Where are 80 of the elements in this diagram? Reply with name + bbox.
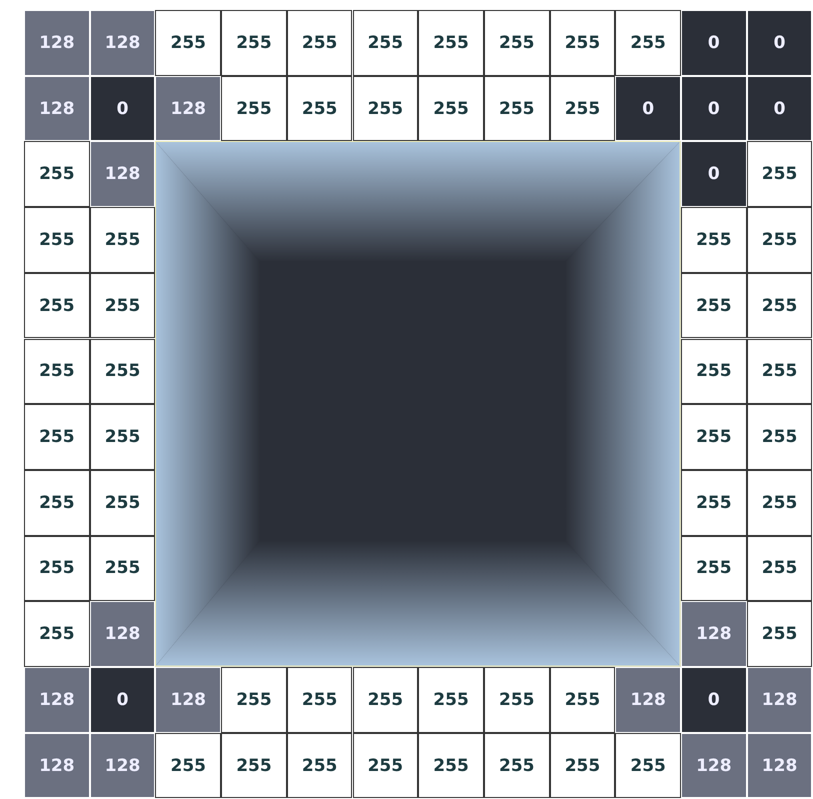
pixel-value-cell: 255 bbox=[550, 10, 616, 76]
pixel-value-cell: 255 bbox=[681, 207, 747, 273]
pixel-value-cell: 255 bbox=[681, 404, 747, 470]
pixel-value-cell: 128 bbox=[90, 10, 156, 76]
pixel-value-cell: 255 bbox=[221, 732, 287, 798]
pixel-value-cell: 128 bbox=[746, 667, 812, 733]
pixel-value-cell: 255 bbox=[681, 272, 747, 338]
pixel-value-cell: 128 bbox=[90, 732, 156, 798]
pixel-value-cell: 255 bbox=[352, 732, 418, 798]
pixel-value-cell: 255 bbox=[746, 601, 812, 667]
pixel-value-cell: 255 bbox=[746, 272, 812, 338]
pixel-value-cell: 255 bbox=[24, 470, 90, 536]
pixel-value-cell: 128 bbox=[681, 732, 747, 798]
pixel-value-cell: 128 bbox=[155, 76, 222, 142]
pixel-value-cell: 128 bbox=[90, 141, 156, 208]
pixel-value-cell: 255 bbox=[90, 536, 156, 602]
pixel-value-cell: 255 bbox=[155, 10, 222, 76]
pixel-value-cell: 128 bbox=[24, 10, 90, 76]
pixel-value-cell: 255 bbox=[24, 141, 90, 208]
pixel-value-cell: 255 bbox=[418, 667, 484, 733]
pixel-value-cell: 255 bbox=[24, 272, 90, 338]
pixel-value-cell: 128 bbox=[24, 667, 90, 733]
pixel-value-cell: 128 bbox=[24, 732, 90, 798]
pixel-value-cell: 255 bbox=[746, 338, 812, 404]
pixel-value-cell: 255 bbox=[221, 667, 287, 733]
pixel-value-cell: 0 bbox=[746, 10, 812, 76]
pixel-value-cell: 128 bbox=[615, 667, 681, 733]
pixel-value-cell: 255 bbox=[24, 207, 90, 273]
pixel-value-cell: 255 bbox=[746, 141, 812, 208]
pixel-value-cell: 255 bbox=[484, 10, 550, 76]
pixel-value-cell: 0 bbox=[681, 10, 747, 76]
pixel-value-cell: 255 bbox=[550, 667, 616, 733]
pixel-value-cell: 255 bbox=[24, 404, 90, 470]
pixel-value-cell: 255 bbox=[681, 536, 747, 602]
pixel-value-cell: 255 bbox=[24, 601, 90, 667]
pixel-value-cell: 255 bbox=[90, 272, 156, 338]
pixel-value-cell: 255 bbox=[24, 338, 90, 404]
pixel-value-cell: 255 bbox=[352, 10, 418, 76]
pixel-value-cell: 255 bbox=[24, 536, 90, 602]
pixel-value-cell: 0 bbox=[681, 76, 747, 142]
pixel-value-cell: 255 bbox=[352, 667, 418, 733]
pixel-value-cell: 255 bbox=[221, 76, 287, 142]
pixel-value-cell: 255 bbox=[615, 10, 681, 76]
pixel-value-cell: 0 bbox=[681, 667, 747, 733]
pixel-value-cell: 255 bbox=[746, 470, 812, 536]
pixel-value-cell: 255 bbox=[90, 338, 156, 404]
pixel-value-cell: 128 bbox=[90, 601, 156, 667]
pixel-value-cell: 0 bbox=[90, 667, 156, 733]
pixel-value-cell: 255 bbox=[286, 76, 352, 142]
pixel-value-cell: 0 bbox=[615, 76, 681, 142]
pixel-value-cell: 0 bbox=[90, 76, 156, 142]
pixel-value-cell: 128 bbox=[24, 76, 90, 142]
pixel-value-cell: 255 bbox=[286, 667, 352, 733]
pixel-value-cell: 255 bbox=[221, 10, 287, 76]
pixel-value-cell: 0 bbox=[681, 141, 747, 208]
pixel-value-cell: 255 bbox=[90, 207, 156, 273]
pixel-value-cell: 255 bbox=[615, 732, 681, 798]
pixel-value-cell: 255 bbox=[90, 404, 156, 470]
pixel-value-cell: 255 bbox=[484, 667, 550, 733]
pixel-value-cell: 128 bbox=[746, 732, 812, 798]
pixel-value-cell: 128 bbox=[681, 601, 747, 667]
pixel-value-cell: 255 bbox=[746, 404, 812, 470]
pixel-value-cell: 255 bbox=[746, 536, 812, 602]
pixel-value-cell: 255 bbox=[286, 10, 352, 76]
pixel-value-cell: 255 bbox=[550, 732, 616, 798]
pixel-value-cell: 255 bbox=[681, 470, 747, 536]
pixel-value-cell: 128 bbox=[155, 667, 222, 733]
pixel-value-cell: 255 bbox=[352, 76, 418, 142]
pixel-value-cell: 255 bbox=[418, 76, 484, 142]
pixel-value-cell: 255 bbox=[418, 732, 484, 798]
pixel-value-cell: 255 bbox=[550, 76, 616, 142]
pixel-value-cell: 255 bbox=[286, 732, 352, 798]
pixel-value-cell: 255 bbox=[90, 470, 156, 536]
pixel-value-cell: 255 bbox=[484, 732, 550, 798]
pixel-value-cell: 255 bbox=[155, 732, 222, 798]
pixel-value-cell: 0 bbox=[746, 76, 812, 142]
pixel-value-cell: 255 bbox=[418, 10, 484, 76]
pixel-value-cell: 255 bbox=[746, 207, 812, 273]
pixel-value-cell: 255 bbox=[484, 76, 550, 142]
pixel-value-cell: 255 bbox=[681, 338, 747, 404]
